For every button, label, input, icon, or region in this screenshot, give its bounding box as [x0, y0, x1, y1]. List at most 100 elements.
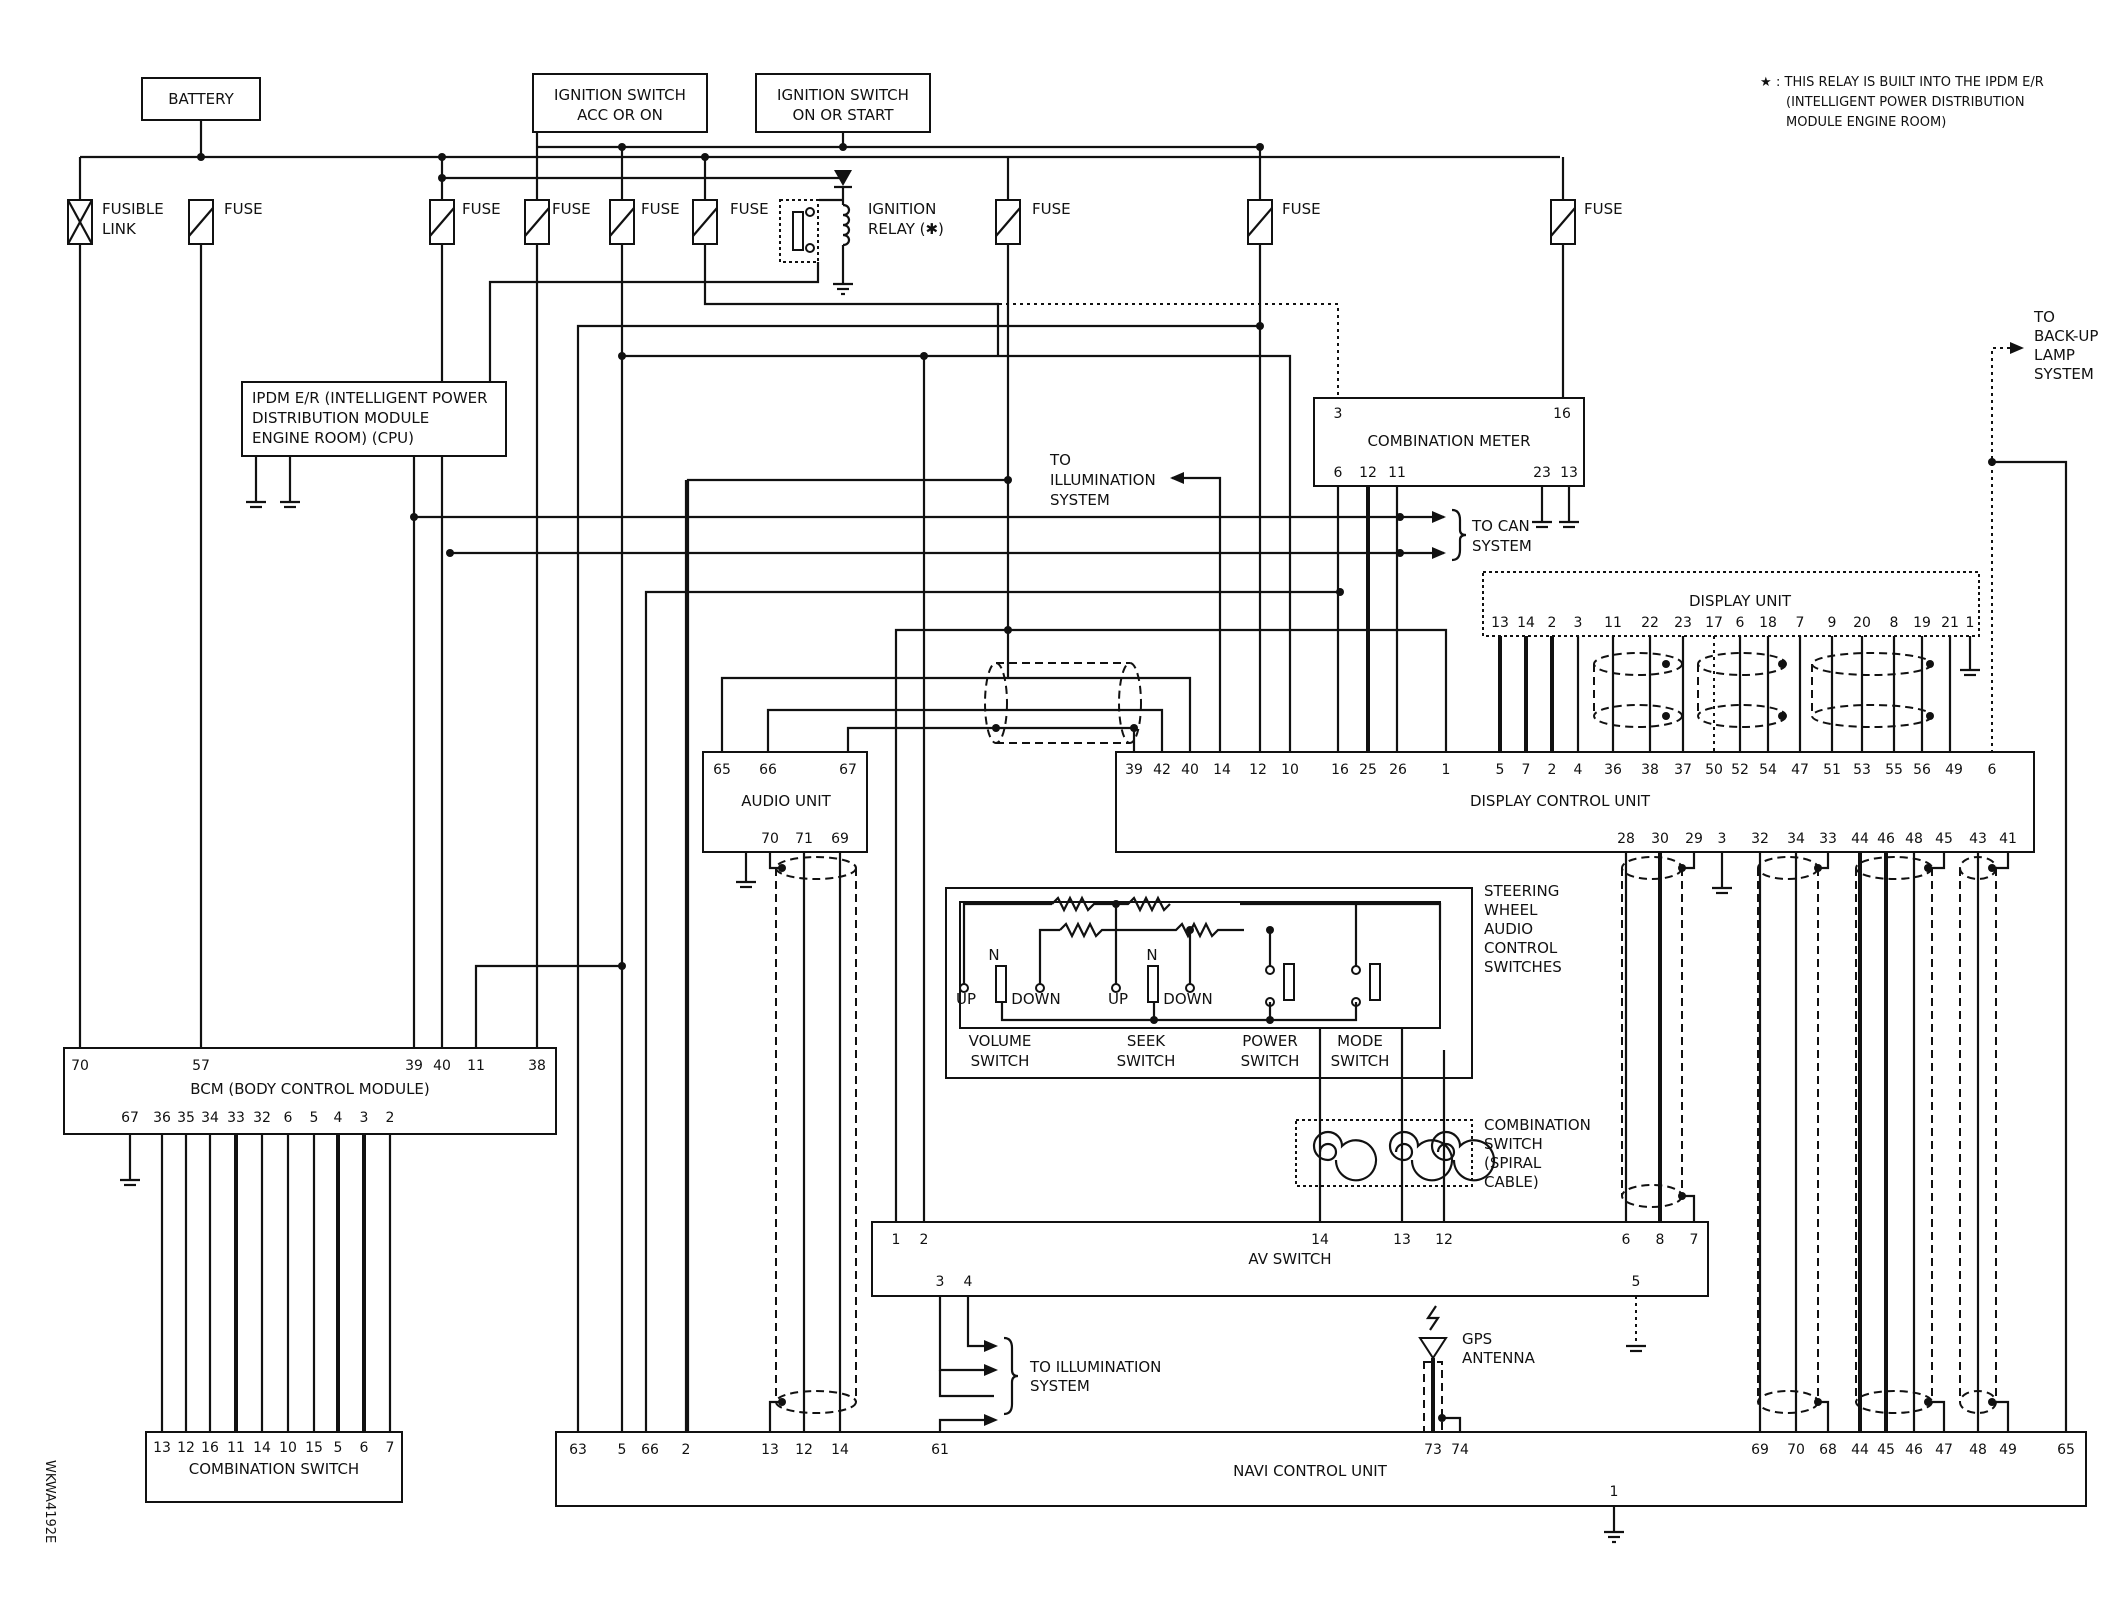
arrow-icon: [2010, 342, 2024, 354]
arrow-icon: [1432, 547, 1446, 559]
svg-text:AUDIO: AUDIO: [1484, 920, 1533, 938]
to-illumination-top: TO ILLUMINATION SYSTEM: [1049, 451, 1222, 760]
can-label-2: SYSTEM: [1472, 537, 1532, 555]
svg-text:1: 1: [1966, 615, 1975, 631]
spiral-cable: COMBINATION SWITCH (SPIRAL CABLE): [1295, 1028, 1591, 1222]
svg-text:11: 11: [1604, 615, 1622, 631]
ign-on-line-1: IGNITION SWITCH: [777, 86, 909, 104]
ign-acc-line-2: ACC OR ON: [577, 106, 663, 124]
svg-text:10: 10: [279, 1440, 297, 1456]
svg-text:68: 68: [1819, 1442, 1837, 1458]
svg-text:39: 39: [1125, 762, 1143, 778]
backup-4: SYSTEM: [2034, 365, 2094, 383]
svg-text:13: 13: [1393, 1232, 1411, 1248]
svg-text:MODE: MODE: [1337, 1032, 1383, 1050]
svg-text:70: 70: [761, 831, 779, 847]
svg-text:13: 13: [153, 1440, 171, 1456]
svg-text:UP: UP: [1108, 990, 1128, 1008]
svg-text:47: 47: [1935, 1442, 1953, 1458]
battery-block: BATTERY: [141, 77, 261, 121]
bcm-bottom-pins: 67 36 35 34 33 32 6 5 4 3 2: [121, 1110, 394, 1126]
svg-text:CABLE): CABLE): [1484, 1173, 1539, 1191]
svg-text:57: 57: [192, 1058, 210, 1074]
meter-pin: 11: [1388, 465, 1406, 481]
svg-text:32: 32: [1751, 831, 1769, 847]
display-unit: DISPLAY UNIT 13 14 2 3 11 22 23 17 6 18 …: [1482, 571, 1980, 677]
relay-label-1: IGNITION: [868, 200, 936, 218]
svg-text:14: 14: [253, 1440, 271, 1456]
svg-text:12: 12: [177, 1440, 195, 1456]
power-switch-icon: [1283, 963, 1295, 1001]
display-unit-wires: [1498, 636, 1952, 760]
svg-text:22: 22: [1641, 615, 1659, 631]
fuse-label: FUSE: [641, 200, 680, 218]
svg-text:70: 70: [1787, 1442, 1805, 1458]
svg-text:48: 48: [1905, 831, 1923, 847]
fuse-label: FUSE: [462, 200, 501, 218]
svg-text:DOWN: DOWN: [1163, 990, 1212, 1008]
bcm-title: BCM (BODY CONTROL MODULE): [190, 1080, 430, 1098]
fuse-row: FUSIBLE LINK FUSE FUSE FUSE FUSE FUSE FU…: [67, 199, 1623, 245]
svg-text:5: 5: [1632, 1274, 1641, 1290]
backup-3: LAMP: [2034, 346, 2075, 364]
seek-switch-icon: [1147, 965, 1159, 1003]
svg-text:35: 35: [177, 1110, 195, 1126]
svg-text:39: 39: [405, 1058, 423, 1074]
svg-text:11: 11: [227, 1440, 245, 1456]
svg-text:10: 10: [1281, 762, 1299, 778]
diagram-code: WKWA4192E: [42, 1460, 57, 1543]
fuse-label: FUSE: [552, 200, 591, 218]
combination-switch: COMBINATION SWITCH 13 12 16 11 14 10 15 …: [145, 1431, 403, 1503]
svg-text:16: 16: [1331, 762, 1349, 778]
svg-text:8: 8: [1890, 615, 1899, 631]
svg-text:3: 3: [1718, 831, 1727, 847]
ign-on-line-2: ON OR START: [792, 106, 894, 124]
svg-text:44: 44: [1851, 831, 1869, 847]
svg-text:53: 53: [1853, 762, 1871, 778]
svg-text:14: 14: [1311, 1232, 1329, 1248]
fuse-label: FUSE: [1282, 200, 1321, 218]
svg-text:40: 40: [1181, 762, 1199, 778]
svg-text:29: 29: [1685, 831, 1703, 847]
svg-text:16: 16: [201, 1440, 219, 1456]
illum-top-1: TO: [1049, 451, 1071, 469]
svg-text:50: 50: [1705, 762, 1723, 778]
svg-text:25: 25: [1359, 762, 1377, 778]
backup-1: TO: [2033, 308, 2055, 326]
svg-text:19: 19: [1913, 615, 1931, 631]
svg-text:26: 26: [1389, 762, 1407, 778]
svg-text:14: 14: [1517, 615, 1535, 631]
svg-text:6: 6: [1622, 1232, 1631, 1248]
svg-text:73: 73: [1424, 1442, 1442, 1458]
svg-text:40: 40: [433, 1058, 451, 1074]
svg-text:63: 63: [569, 1442, 587, 1458]
ignition-relay: IGNITION RELAY (✱): [779, 170, 944, 296]
svg-text:SYSTEM: SYSTEM: [1030, 1377, 1090, 1395]
svg-text:SWITCH: SWITCH: [1331, 1052, 1390, 1070]
fuse-label: FUSE: [224, 200, 263, 218]
top-bus: [78, 120, 1565, 200]
svg-text:15: 15: [305, 1440, 323, 1456]
note-line-3: MODULE ENGINE ROOM): [1786, 115, 1946, 130]
svg-text:46: 46: [1905, 1442, 1923, 1458]
svg-text:7: 7: [1690, 1232, 1699, 1248]
dcu-av-wires: [1621, 852, 2010, 1432]
spiral-icon: [1430, 1130, 1496, 1182]
svg-text:5: 5: [1496, 762, 1505, 778]
display-control-unit: DISPLAY CONTROL UNIT 39 42 40 14 12 10 1…: [1115, 751, 2035, 853]
fuse-label: FUSE: [1032, 200, 1071, 218]
meter-pin: 16: [1553, 406, 1571, 422]
ipdm-line-3: ENGINE ROOM) (CPU): [252, 429, 414, 447]
svg-text:7: 7: [1522, 762, 1531, 778]
note-line-1: : THIS RELAY IS BUILT INTO THE IPDM E/R: [1776, 75, 2044, 90]
svg-text:CONTROL: CONTROL: [1484, 939, 1558, 957]
svg-text:VOLUME: VOLUME: [969, 1032, 1032, 1050]
av-switch-title: AV SWITCH: [1248, 1250, 1331, 1268]
svg-text:34: 34: [1787, 831, 1805, 847]
svg-text:69: 69: [1751, 1442, 1769, 1458]
navi-control-unit: NAVI CONTROL UNIT 63 5 66 2 13 12 14 61 …: [555, 1431, 2087, 1544]
svg-text:56: 56: [1913, 762, 1931, 778]
svg-text:67: 67: [839, 762, 857, 778]
svg-text:12: 12: [1435, 1232, 1453, 1248]
svg-text:12: 12: [1249, 762, 1267, 778]
